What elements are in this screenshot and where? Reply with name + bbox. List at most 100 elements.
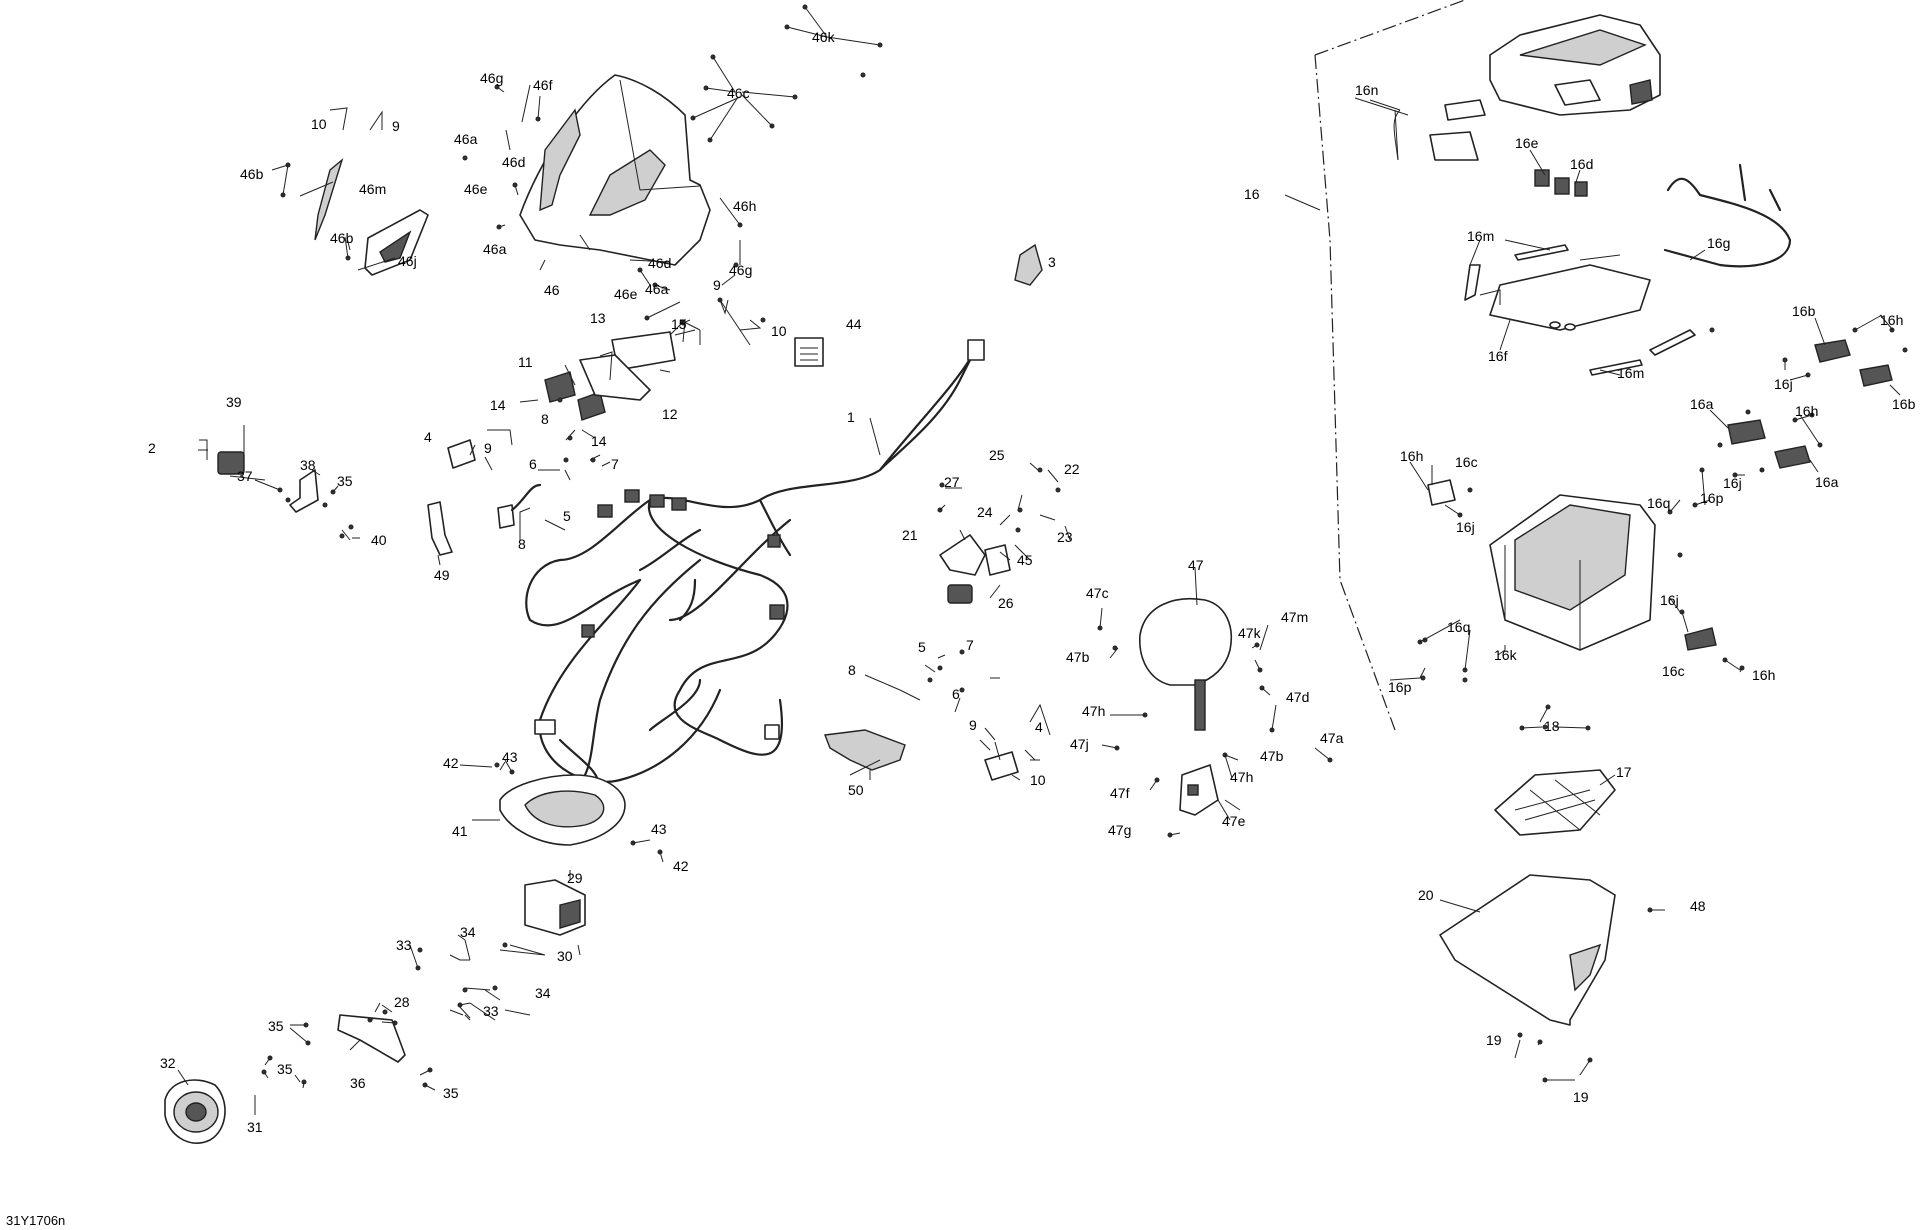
callout-label: 22 [1064, 461, 1080, 477]
callout-label: 16k [1494, 647, 1518, 663]
callout-label: 16b [1892, 396, 1916, 412]
callout-label: 16p [1388, 679, 1412, 695]
callout-label: 9 [969, 717, 977, 733]
callout-label: 35 [443, 1085, 459, 1101]
drawing-code: 31Y1706n [6, 1213, 65, 1228]
callout-label: 16p [1700, 490, 1724, 506]
connector-parts-left [447, 371, 606, 529]
bracket-16abc [1427, 339, 1893, 651]
callout-label: 16e [1515, 135, 1539, 151]
wiring-harness-part [525, 339, 985, 792]
callout-label: 27 [944, 474, 960, 490]
callout-label: 16a [1690, 396, 1714, 412]
callout-label: 16h [1400, 448, 1423, 464]
callout-label: 46d [648, 255, 671, 271]
callout-label: 9 [713, 277, 721, 293]
callout-label: 16q [1447, 619, 1470, 635]
rack-plate-20 [1439, 874, 1616, 1026]
callout-label: 16j [1723, 475, 1742, 491]
callout-label: 50 [848, 782, 864, 798]
callout-label: 46 [544, 282, 560, 298]
lamp-50 [824, 729, 906, 771]
callout-label: 46a [454, 131, 478, 147]
callout-label: 42 [443, 755, 459, 771]
callout-label: 5 [918, 639, 926, 655]
callout-label: 8 [518, 536, 526, 552]
callout-label: 46b [240, 166, 264, 182]
callout-label: 47m [1281, 609, 1308, 625]
callout-label: 16d [1570, 156, 1593, 172]
callout-label: 46e [614, 286, 638, 302]
callout-label: 8 [848, 662, 856, 678]
windshield-part [519, 74, 711, 266]
callout-label: 16f [1488, 348, 1508, 364]
speaker-32 [164, 1079, 226, 1144]
callout-label: 42 [673, 858, 689, 874]
callout-label: 20 [1418, 887, 1434, 903]
callout-label: 8 [541, 411, 549, 427]
base-plate-16f [1479, 254, 1651, 331]
callout-label: 49 [434, 567, 450, 583]
callout-label: 14 [490, 397, 506, 413]
callout-label: 47e [1222, 813, 1246, 829]
callout-label: 17 [1616, 764, 1632, 780]
callout-label: 46k [812, 29, 836, 45]
callout-label: 33 [483, 1003, 499, 1019]
callout-label: 47h [1082, 703, 1105, 719]
switch-parts [198, 439, 245, 475]
callout-label: 16h [1795, 403, 1818, 419]
callout-label: 47a [1320, 730, 1344, 746]
callout-label: 2 [148, 440, 156, 456]
callout-label: 47c [1086, 585, 1109, 601]
callout-label: 21 [902, 527, 918, 543]
bracket-36 [337, 1014, 406, 1063]
callout-label: 14 [591, 433, 607, 449]
callout-label: 46g [729, 262, 752, 278]
callout-label: 35 [277, 1061, 293, 1077]
top-case-16 [1489, 14, 1661, 116]
callout-label: 35 [337, 473, 353, 489]
callout-label: 16q [1647, 495, 1670, 511]
callout-label: 10 [771, 323, 787, 339]
callout-label: 7 [611, 456, 619, 472]
bracket-38 [289, 469, 319, 513]
callout-label: 46d [502, 154, 525, 170]
callout-label: 34 [535, 985, 551, 1001]
callout-label: 4 [1035, 719, 1043, 735]
callout-label: 43 [502, 749, 518, 765]
callout-label: 47d [1286, 689, 1309, 705]
leader-lines [177, 6, 1901, 1115]
relay-box-part [579, 331, 676, 401]
callout-label: 33 [396, 937, 412, 953]
callout-label: 1 [847, 409, 855, 425]
backrest-47 [1139, 598, 1232, 816]
callout-label: 47b [1260, 748, 1284, 764]
callout-label: 43 [651, 821, 667, 837]
storage-box [1489, 494, 1656, 651]
callout-label: 16m [1467, 228, 1494, 244]
callout-label: 41 [452, 823, 468, 839]
callout-label: 16h [1752, 667, 1775, 683]
callout-label: 7 [966, 637, 974, 653]
callout-label: 19 [1573, 1089, 1589, 1105]
callout-label: 47 [1188, 557, 1204, 573]
bracket-49 [427, 501, 453, 556]
callout-label: 39 [226, 394, 242, 410]
callout-label: 46m [359, 181, 386, 197]
callout-label: 15 [671, 316, 687, 332]
callout-label: 36 [350, 1075, 366, 1091]
callout-label: 13 [590, 310, 606, 326]
callout-label: 38 [300, 457, 316, 473]
callout-label: 10 [311, 116, 327, 132]
callout-label: 47b [1066, 649, 1090, 665]
callout-label: 16g [1707, 235, 1730, 251]
callout-label: 16a [1815, 474, 1839, 490]
callout-label: 28 [394, 994, 410, 1010]
harness-connectors [534, 489, 785, 740]
callout-label: 12 [662, 406, 678, 422]
label-44 [794, 337, 824, 367]
callout-label: 16c [1662, 663, 1685, 679]
callout-label: 46g [480, 70, 503, 86]
callout-label: 47k [1238, 625, 1262, 641]
callout-label: 19 [1486, 1032, 1502, 1048]
